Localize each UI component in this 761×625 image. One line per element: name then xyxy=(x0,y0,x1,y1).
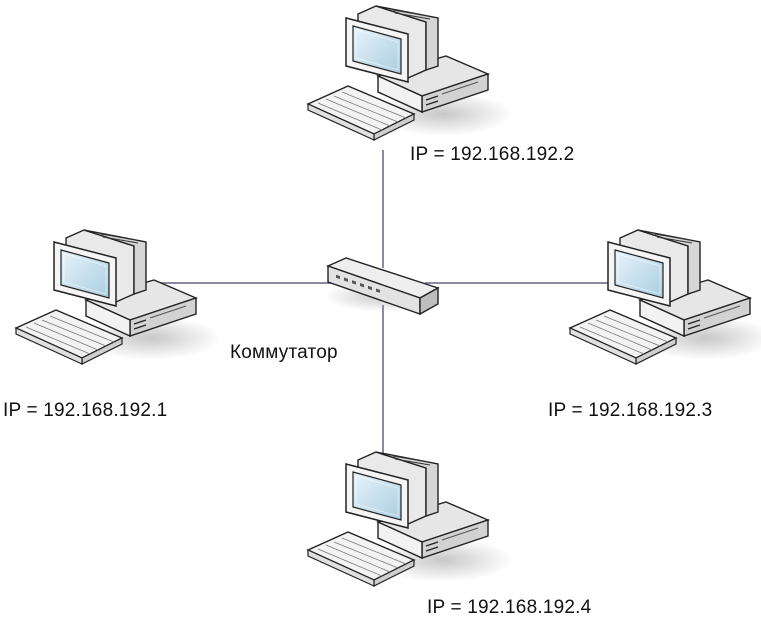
pc2-ip-label: IP = 192.168.192.2 xyxy=(410,144,575,165)
desktop-computer-icon xyxy=(569,229,761,365)
network-links xyxy=(150,150,612,455)
pc1-ip-label: IP = 192.168.192.1 xyxy=(3,400,168,421)
desktop-computer-icon xyxy=(15,229,222,365)
switch-label: Коммутатор xyxy=(230,342,338,363)
desktop-computer-icon xyxy=(307,451,514,587)
pc4-ip-label: IP = 192.168.192.4 xyxy=(427,597,592,618)
desktop-computer-icon xyxy=(307,5,514,141)
pc3-ip-label: IP = 192.168.192.3 xyxy=(548,400,713,421)
